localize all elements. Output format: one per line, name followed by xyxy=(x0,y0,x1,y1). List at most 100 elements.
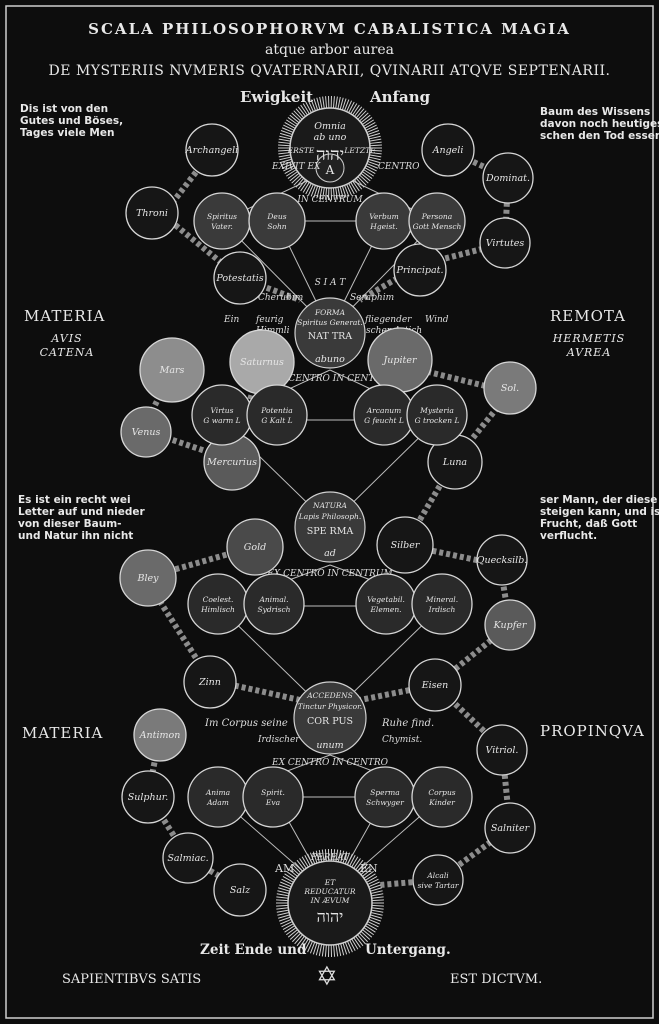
im-corpus-text: Im Corpus seine xyxy=(204,718,288,729)
halo-ray xyxy=(301,856,309,868)
halo-ray xyxy=(367,130,380,136)
halo-ray xyxy=(289,172,300,182)
node-label: Vegetabil. xyxy=(367,595,405,604)
node-dominat: Dominat. xyxy=(482,152,534,204)
node-circle xyxy=(408,192,466,250)
halo-ray xyxy=(307,853,314,866)
node-circle xyxy=(119,549,177,607)
node-mars: Mars xyxy=(139,337,205,403)
halo-ray xyxy=(344,185,350,197)
node-label: G warm L xyxy=(203,416,240,425)
node-coelest: Coelest.Himlisch xyxy=(187,573,249,635)
halo-ray xyxy=(332,96,335,109)
node-sol: Sol. xyxy=(483,361,537,415)
halo-ray xyxy=(280,130,293,136)
halo-ray xyxy=(278,152,291,155)
pereat-text: PEREAT xyxy=(310,853,350,863)
node-label: Luna xyxy=(442,457,468,468)
halo-ray xyxy=(335,849,339,862)
anfang-label: Anfang xyxy=(370,88,431,106)
node-circle xyxy=(185,123,239,177)
node-circle xyxy=(193,192,251,250)
node-label: Venus xyxy=(132,427,161,438)
halo-ray xyxy=(365,873,376,881)
halo-ray xyxy=(318,944,323,957)
halo-ray xyxy=(335,187,338,200)
hermetis-label: HERMETIS xyxy=(552,332,626,345)
node-circle xyxy=(213,251,267,305)
halo-ray xyxy=(339,97,344,110)
halo-ray xyxy=(300,104,308,116)
node-circle xyxy=(248,192,306,250)
halo-ray xyxy=(292,932,302,943)
halo-ray xyxy=(281,921,293,928)
title-line-1: SCALA PHILOSOPHORVM CABALISTICA MAGIA xyxy=(88,20,571,38)
halo-ray xyxy=(362,117,373,125)
node-label: Salz xyxy=(230,885,251,896)
halo-ray xyxy=(278,141,291,144)
halo-ray xyxy=(276,899,289,902)
node-label: Coelest. xyxy=(203,595,234,604)
halo-ray xyxy=(363,870,374,879)
halo-ray xyxy=(313,185,319,198)
halo-ray xyxy=(364,121,376,129)
node-antimon: Antimon xyxy=(133,708,187,762)
halo-ray xyxy=(291,112,301,122)
materia-label-2: MATERIA xyxy=(22,724,104,742)
bottom-emblem: ET REDUCATUR IN ÆVUM יהוה xyxy=(287,860,373,946)
halo-ray xyxy=(307,940,314,953)
node-circle xyxy=(183,655,237,709)
halo-ray xyxy=(304,855,311,867)
halo-ray xyxy=(363,169,375,177)
node-label: Spiritus xyxy=(207,212,237,221)
node-circle xyxy=(125,186,179,240)
halo-ray xyxy=(354,179,363,190)
halo-ray xyxy=(348,101,355,113)
halo-ray xyxy=(362,171,373,179)
halo-ray xyxy=(337,96,341,109)
halo-ray xyxy=(359,112,369,122)
halo-ray xyxy=(369,884,382,890)
halo-ray xyxy=(309,852,316,865)
halo-ray xyxy=(364,167,376,175)
et-text: ET xyxy=(324,878,336,887)
halo-ray xyxy=(297,179,306,190)
node-label: Zinn xyxy=(198,677,221,688)
halo-ray xyxy=(371,896,384,899)
node-circle xyxy=(354,766,416,828)
center-circle-forma: FORMA Spiritus Generat. NAT TRA abuno xyxy=(294,297,366,369)
node-gold: Gold xyxy=(226,518,284,576)
node-label: Kupfer xyxy=(493,620,528,631)
node-salniter: Salniter xyxy=(484,802,536,854)
halo-ray xyxy=(285,119,297,127)
node-label: Sol. xyxy=(501,383,519,394)
halo-ray xyxy=(284,873,295,881)
halo-ray xyxy=(279,135,292,140)
halo-ray xyxy=(366,127,379,133)
halo-ray xyxy=(370,912,383,916)
node-label: Elemen. xyxy=(369,605,401,614)
halo-ray xyxy=(295,108,305,119)
node-label: Kinder xyxy=(428,798,455,807)
node-label: Gold xyxy=(244,542,266,553)
yhvh-top-text: יהוה xyxy=(316,145,344,165)
halo-ray xyxy=(365,124,377,131)
node-circle xyxy=(139,337,205,403)
node-circle xyxy=(376,516,434,574)
node-label: Bley xyxy=(136,573,159,584)
node-circle xyxy=(408,658,462,712)
node-spirit-eva: Spirit.Eva xyxy=(242,766,304,828)
omnia-text: Omnia xyxy=(314,121,346,132)
halo-ray xyxy=(365,925,376,933)
halo-ray xyxy=(346,853,353,866)
letzte-text: LETZTE xyxy=(343,146,376,155)
halo-ray xyxy=(296,859,305,871)
halo-ray xyxy=(369,144,382,147)
node-circle xyxy=(191,384,253,446)
halo-ray xyxy=(289,931,300,940)
radiant-halo-top xyxy=(278,96,382,200)
ad-text: ad xyxy=(324,548,336,559)
halo-ray xyxy=(368,135,381,140)
